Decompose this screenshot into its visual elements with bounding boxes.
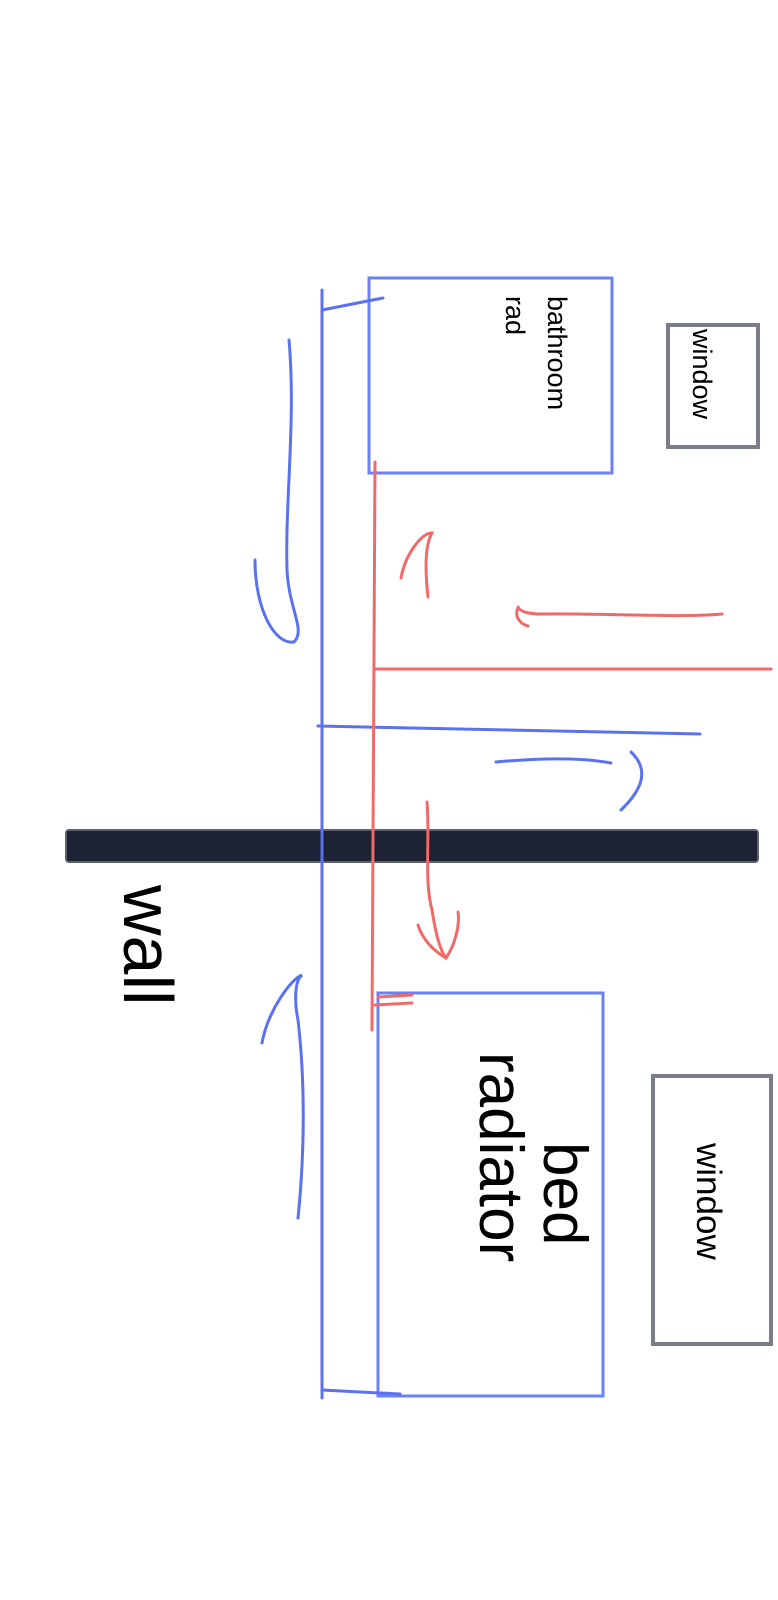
- hot-arrow-bed: [416, 800, 460, 961]
- cold-branch-bathroom: [320, 296, 385, 312]
- cold-pipe-network: [316, 288, 702, 1400]
- window-top-box: [666, 323, 760, 449]
- window-bottom-box: [651, 1074, 773, 1346]
- wall-label: wall: [109, 884, 187, 1006]
- hot-branch-bed: [373, 1001, 414, 1007]
- bed-radiator-label-line2: radiator: [466, 1052, 535, 1262]
- cold-flow-arrows: [253, 338, 644, 1220]
- window-bottom-label: window: [689, 1142, 728, 1260]
- hot-main-pipe: [370, 460, 377, 1032]
- hot-pipe-network: [370, 460, 773, 1032]
- bed-radiator-label-line1: bed: [530, 1142, 599, 1245]
- cold-branch-bed: [320, 1388, 402, 1396]
- hot-arrow-bathroom: [399, 531, 435, 599]
- bathroom-radiator-label-line2: rad: [500, 296, 530, 335]
- window-top-label: window: [687, 328, 717, 420]
- cold-arrow-left-bottom: [260, 973, 305, 1220]
- bed-radiator-box: [376, 991, 605, 1398]
- wall-bar: [65, 829, 759, 863]
- hot-branch-bed-2: [376, 993, 414, 999]
- hot-arrow-window: [515, 605, 724, 628]
- hot-flow-arrows: [399, 531, 724, 961]
- bathroom-radiator-box: [367, 276, 614, 475]
- cold-arrow-right: [494, 750, 644, 812]
- cold-arrow-left-top: [253, 338, 300, 644]
- cold-branch-to-window: [316, 724, 702, 736]
- bathroom-radiator-label-line1: bathroom: [542, 296, 572, 410]
